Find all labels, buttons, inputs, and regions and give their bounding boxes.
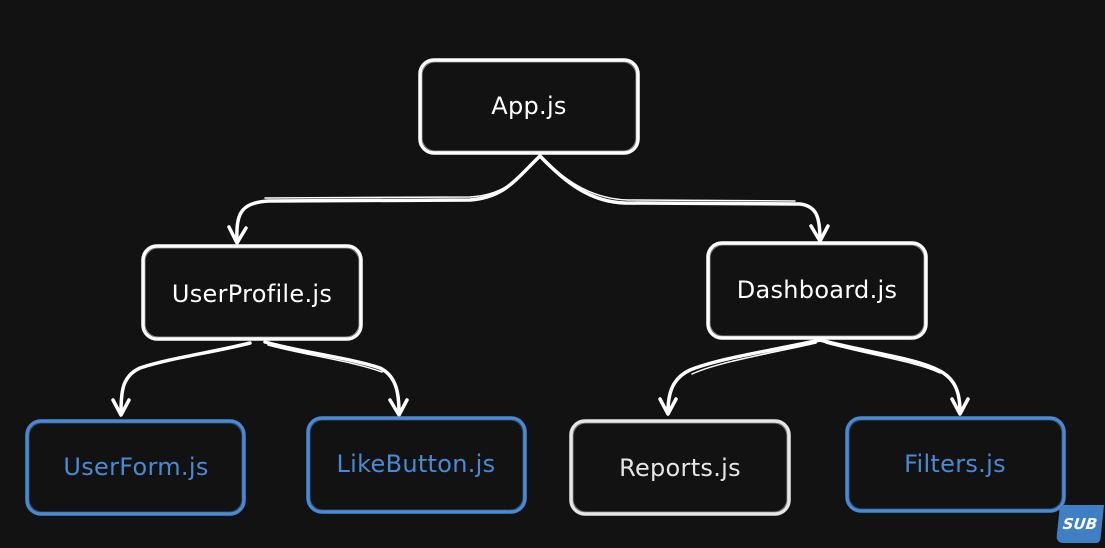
node-userform: UserForm.js <box>25 419 246 516</box>
node-app-label: App.js <box>491 92 567 120</box>
node-userprofile-label: UserProfile.js <box>172 280 332 308</box>
edge-userprofile-to-userform <box>111 341 252 417</box>
node-reports-label: Reports.js <box>619 454 741 482</box>
edge-app-to-userprofile <box>227 154 542 245</box>
node-likebutton-label: LikeButton.js <box>337 450 496 478</box>
sub-badge-label: SUB <box>1061 515 1099 533</box>
node-dashboard-label: Dashboard.js <box>737 276 898 304</box>
edge-app-to-dashboard <box>538 154 830 243</box>
sub-badge-logo: SUB <box>1056 505 1104 543</box>
node-reports: Reports.js <box>569 419 791 516</box>
node-dashboard: Dashboard.js <box>706 241 928 340</box>
node-app: App.js <box>418 58 640 155</box>
node-filters: Filters.js <box>845 416 1066 513</box>
edge-userprofile-to-likebutton <box>263 340 409 417</box>
node-likebutton: LikeButton.js <box>306 416 527 514</box>
edge-dashboard-to-filters <box>818 338 970 416</box>
node-filters-label: Filters.js <box>904 450 1006 478</box>
node-userform-label: UserForm.js <box>63 453 208 481</box>
edge-dashboard-to-reports <box>658 338 822 416</box>
node-userprofile: UserProfile.js <box>141 244 363 341</box>
